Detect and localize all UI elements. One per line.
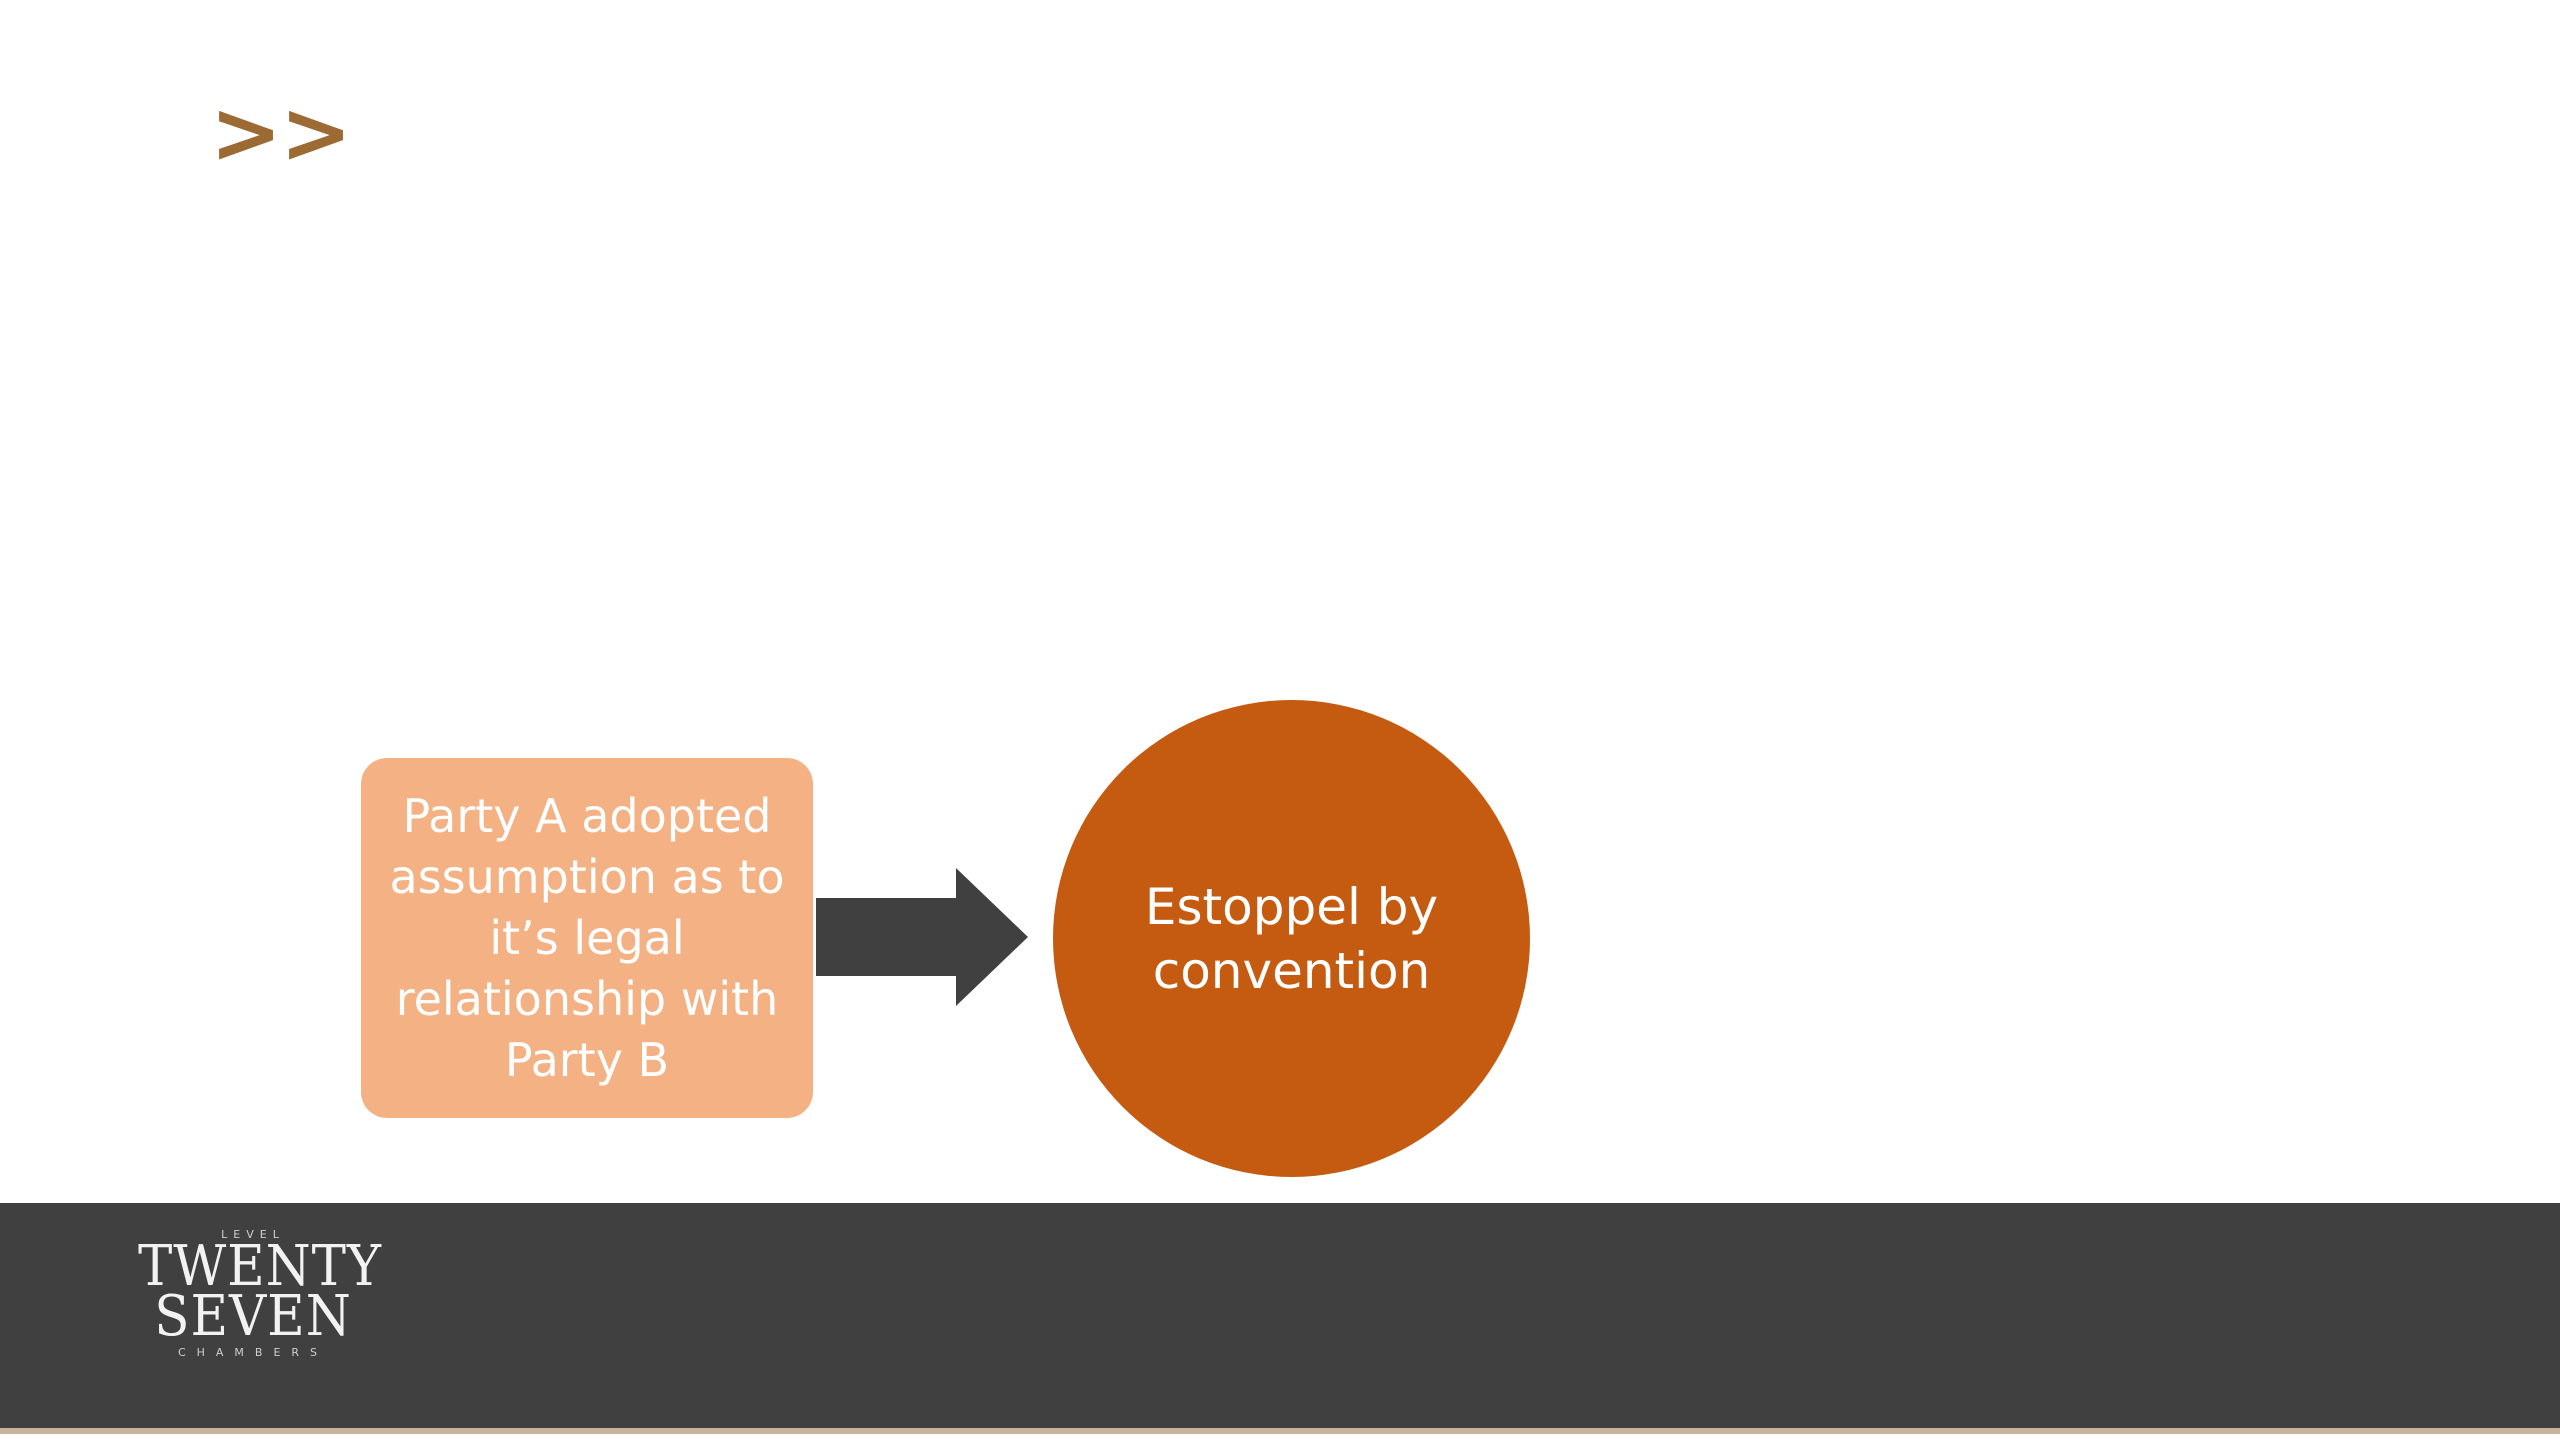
right-arrow-icon	[816, 868, 1028, 1006]
assumption-box-text: Party A adopted assumption as to it’s le…	[389, 788, 785, 1087]
estoppel-circle: Estoppel by convention	[1053, 700, 1530, 1177]
arrow-shape	[816, 868, 1028, 1006]
footer-bar	[0, 1203, 2560, 1430]
assumption-box: Party A adopted assumption as to it’s le…	[361, 758, 813, 1118]
footer-accent-line	[0, 1428, 2560, 1434]
logo-bottom-small-text: CHAMBERS	[177, 1346, 329, 1359]
logo-top-small-text: LEVEL	[221, 1228, 285, 1241]
chevrons-mark: >>	[210, 83, 352, 183]
chambers-logo: LEVEL TWENTY SEVEN CHAMBERS	[128, 1228, 382, 1403]
estoppel-circle-text: Estoppel by convention	[1144, 877, 1439, 1000]
logo-word-line2: SEVEN	[154, 1284, 352, 1349]
logo-word-line1: TWENTY	[138, 1234, 382, 1299]
